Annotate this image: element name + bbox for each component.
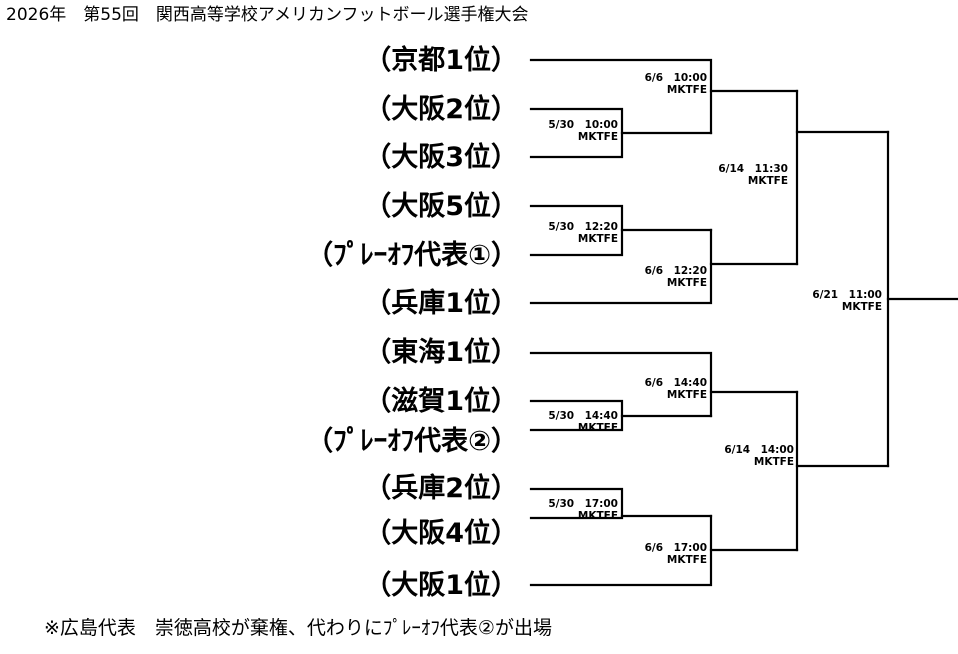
match-venue: MKTFE [577,131,618,143]
team-osaka-1: （大阪1位） [364,570,518,601]
match-date: 5/30 10:00 [548,119,618,131]
match-venue: MKTFE [666,84,707,96]
team-kyoto-1: （京都1位） [364,45,518,76]
match-info-r3-bottom: 6/14 14:00 MKTFE [702,444,794,468]
bracket-line [529,514,713,587]
match-info-r2-b: 6/6 12:20 MKTFE [624,265,707,289]
team-osaka-3: （大阪3位） [364,142,518,173]
bracket-line [529,487,624,520]
match-date: 6/14 14:00 [724,444,794,456]
match-info-r1-a: 5/30 10:00 MKTFE [534,119,618,143]
match-venue: MKTFE [577,510,618,522]
bracket-line [529,351,713,418]
team-osaka-2: （大阪2位） [364,94,518,125]
match-venue: MKTFE [666,389,707,401]
match-info-r2-c: 6/6 14:40 MKTFE [624,377,707,401]
match-info-r1-c: 5/30 14:40 MKTFE [534,410,618,434]
team-osaka-5: （大阪5位） [364,191,518,222]
match-info-r1-b: 5/30 12:20 MKTFE [534,221,618,245]
match-date: 5/30 12:20 [548,221,618,233]
match-venue: MKTFE [747,175,788,187]
match-info-r1-d: 5/30 17:00 MKTFE [534,498,618,522]
team-shiga-1: （滋賀1位） [364,386,518,417]
match-date: 5/30 14:40 [548,410,618,422]
match-info-r2-a: 6/6 10:00 MKTFE [624,72,707,96]
team-tokai-1: （東海1位） [364,337,518,368]
match-date: 6/14 11:30 [718,163,788,175]
match-venue: MKTFE [841,301,882,313]
bracket-line [529,58,713,135]
match-venue: MKTFE [753,456,794,468]
match-date: 6/6 14:40 [644,377,707,389]
team-hyogo-1: （兵庫1位） [364,288,518,319]
match-date: 6/6 12:20 [644,265,707,277]
match-date: 6/21 11:00 [812,289,882,301]
footnote: ※広島代表 崇徳高校が棄権、代わりにﾌﾟﾚｰｵﾌ代表②が出場 [44,617,552,639]
match-venue: MKTFE [666,277,707,289]
team-hyogo-2: （兵庫2位） [364,473,518,504]
match-venue: MKTFE [666,554,707,566]
match-date: 6/6 17:00 [644,542,707,554]
match-date: 5/30 17:00 [548,498,618,510]
match-date: 6/6 10:00 [644,72,707,84]
match-info-r2-d: 6/6 17:00 MKTFE [624,542,707,566]
match-info-r3-top: 6/14 11:30 MKTFE [702,163,788,187]
match-venue: MKTFE [577,422,618,434]
team-playoff-2: （ﾌﾟﾚｰｵﾌ代表②） [306,426,518,457]
team-osaka-4: （大阪4位） [364,518,518,549]
match-venue: MKTFE [577,233,618,245]
match-info-final: 6/21 11:00 MKTFE [796,289,882,313]
bracket-line [529,228,713,305]
page-title: 2026年 第55回 関西高等学校アメリカンフットボール選手権大会 [6,5,529,25]
team-playoff-1: （ﾌﾟﾚｰｵﾌ代表①） [306,240,518,271]
